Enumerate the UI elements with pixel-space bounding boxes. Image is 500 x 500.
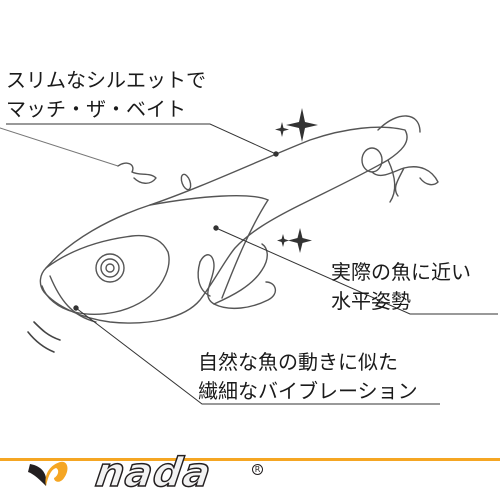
registered-mark: R (252, 464, 263, 475)
brand-footer: nada R (0, 440, 500, 500)
sparkle-icon (275, 122, 289, 137)
callout-slim-silhouette: スリムなシルエットで マッチ・ザ・ベイト (6, 66, 206, 124)
callout-bottom-line1: 自然な魚の動きに似た (198, 350, 398, 374)
leader-line-bottom (75, 307, 440, 405)
callout-right-line1: 実際の魚に近い (331, 260, 471, 284)
callout-right-line2: 水平姿勢 (331, 289, 411, 313)
sparkle-icon (277, 234, 289, 247)
motion-line (33, 321, 61, 341)
callout-delicate-vibration: 自然な魚の動きに似た 繊細なバイブレーション (198, 348, 418, 406)
accent-bar (0, 458, 500, 461)
sparkle-icon (286, 108, 318, 142)
brand-logo-icon (28, 461, 68, 486)
leader-line-right (215, 227, 498, 315)
callout-bottom-line2: 繊細なバイブレーション (198, 379, 418, 403)
lure-head (41, 234, 170, 315)
belly-hook (199, 254, 276, 310)
line-snap (117, 162, 157, 184)
callout-horizontal-posture: 実際の魚に近い 水平姿勢 (331, 258, 471, 316)
sparkle-icon (288, 228, 312, 253)
brand-name: nada (92, 449, 215, 497)
lure-illustration (0, 108, 498, 405)
callout-top-line2: マッチ・ザ・ベイト (6, 97, 186, 121)
fishing-line (0, 127, 119, 167)
lure-eye (95, 253, 125, 283)
lure-body (39, 126, 408, 324)
rear-hook (371, 166, 439, 197)
leader-line-top (6, 123, 277, 155)
callout-top-line1: スリムなシルエットで (6, 68, 206, 92)
